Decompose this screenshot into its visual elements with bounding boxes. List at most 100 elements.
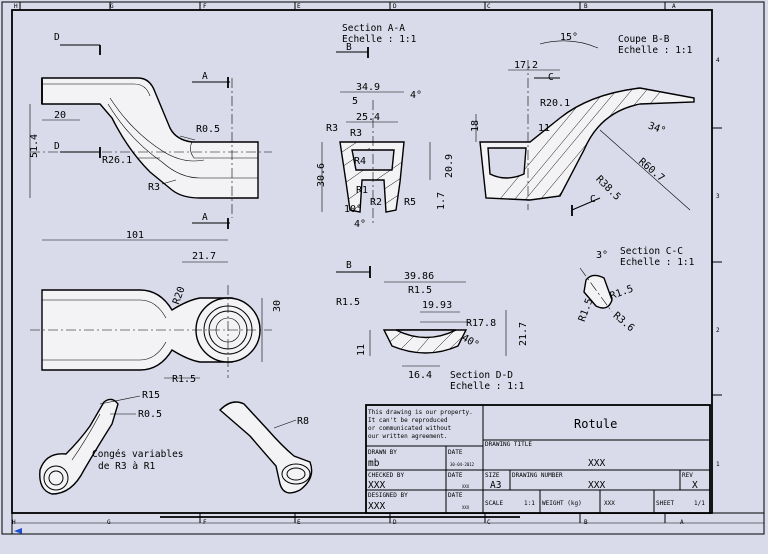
dim-dd-r1-5a: R1.5 [408,285,432,296]
tb-drawing-number-label: DRAWING NUMBER [512,472,563,479]
dim-bb-18: 18 [470,120,481,132]
dim-aa-5: 5 [352,96,358,107]
axis-arrow-icon [14,528,22,534]
dim-iso-r15: R15 [142,390,160,401]
dim-aa-25-4: 25.4 [356,112,380,123]
cut-c-lower: C [590,194,596,205]
dim-dd-40deg: 40° [460,333,481,352]
tb-rev-label: REV [682,472,693,479]
dim-aa-r5: R5 [404,197,416,208]
zone-top-g: G [110,3,114,10]
section-cc-title: Section C-C [620,246,683,257]
dim-dd-16-4: 16.4 [408,370,432,381]
tb-drawing-number-value: XXX [588,480,605,491]
tb-drawn-by-label: DRAWN BY [368,449,397,456]
dim-aa-r3a: R3 [326,123,338,134]
iso-note-line1: Congés variables [92,449,184,460]
tb-sheet-label: SHEET [656,500,674,507]
zone-top-d: D [393,3,397,10]
dim-top-30: 30 [272,300,283,312]
dim-aa-34-9: 34.9 [356,82,380,93]
cut-b-lower: B [346,260,352,271]
dim-front-20: 20 [54,110,66,121]
tb-date-label: DATE [448,449,463,456]
tb-designed-date-label: DATE [448,492,463,499]
dim-top-101: 101 [126,230,144,241]
cut-a-upper: A [202,71,208,82]
cut-b-upper: B [346,42,352,53]
section-dd-scale: Echelle : 1:1 [450,381,525,392]
section-dd-title: Section D-D [450,370,513,381]
zone-bottom-a: A [680,519,684,526]
dim-cc-r3-6: R3.6 [611,310,637,334]
section-bb: Coupe B-B Echelle : 1:1 15° 17.2 C R20.1… [470,32,695,216]
tb-scale-label: SCALE [485,500,503,507]
tb-checked-date-value: XXX [462,484,470,489]
iso-view-left: R15 R0.5 Congés variables de R3 à R1 [39,390,184,495]
zone-top-h: H [14,3,18,10]
cut-a-lower: A [202,212,208,223]
zone-bottom-h: H [12,519,16,526]
section-dd: 39.86 R1.5 R1.5 19.93 R17.8 11 40° 21.7 … [336,271,529,392]
section-cc: Section C-C Echelle : 1:1 3° R1.5 R1.5 R… [577,246,695,334]
cut-d-lower: D [54,141,60,152]
dim-dd-11: 11 [356,344,367,356]
dim-aa-30-6: 30.6 [316,163,327,187]
top-view: 101 21.7 R20 30 R1.5 [30,230,283,385]
dim-bb-r60-7: R60.7 [636,156,666,184]
dim-front-r3: R3 [148,182,160,193]
dim-iso-r0-5: R0.5 [138,409,162,420]
dim-dd-r1-5b: R1.5 [336,297,360,308]
tb-designed-by-label: DESIGNED BY [368,492,408,499]
tb-title: Rotule [574,417,617,431]
dim-cc-r1-5a: R1.5 [577,297,596,323]
zone-bottom-d: D [393,519,397,526]
tb-notice-2: It can't be reproduced [368,417,448,424]
tb-weight-label: WEIGHT (kg) [542,500,582,507]
dim-cc-r1-5b: R1.5 [609,284,635,303]
dim-top-r1-5: R1.5 [172,374,196,385]
dim-aa-4deg: 4° [410,90,422,101]
iso-note-line2: de R3 à R1 [98,461,155,472]
tb-checked-by-label: CHECKED BY [368,472,405,479]
zone-right-1: 1 [716,461,720,468]
tb-checked-date-label: DATE [448,472,463,479]
tb-scale-value: 1:1 [524,500,535,507]
dim-aa-r3b: R3 [350,128,362,139]
tb-notice-3: or communicated without [368,425,451,432]
section-bb-scale: Echelle : 1:1 [618,45,693,56]
zone-right-3: 3 [716,193,720,200]
dim-bb-15deg: 15° [560,32,578,43]
dim-bb-11: 11 [538,123,550,134]
dim-top-21-7: 21.7 [192,251,216,262]
tb-notice-1: This drawing is our property. [368,409,473,416]
tb-designed-date-value: XXX [462,505,470,510]
zone-bottom: H G F E D C B A [11,512,765,535]
dim-iso-r8: R8 [297,416,309,427]
section-cc-scale: Echelle : 1:1 [620,257,695,268]
dim-bb-17-2: 17.2 [514,60,538,71]
dim-dd-r17-8: R17.8 [466,318,496,329]
tb-size-label: SIZE [485,472,500,479]
dim-front-r26-1: R26.1 [102,155,132,166]
iso-view-right: R8 [218,401,313,494]
zone-bottom-c: C [487,519,491,526]
cut-d-upper: D [54,32,60,43]
dim-aa-20-9: 20.9 [444,154,455,178]
tb-date-value: 30-04-2012 [450,462,475,467]
cut-c-upper: C [548,72,554,83]
tb-drawing-title-label: DRAWING TITLE [485,441,532,448]
zone-right-4: 4 [716,57,720,64]
dim-dd-21-7: 21.7 [518,322,529,346]
tb-drawn-by-value: mb [368,458,380,469]
tb-size-value: A3 [490,480,501,491]
dim-dd-39-86: 39.86 [404,271,434,282]
dim-front-51-4: 51.4 [29,134,40,158]
zone-top-a: A [672,3,676,10]
front-view: D D A A 20 51.4 R0.5 R26.1 R3 [29,32,272,229]
title-block: This drawing is our property. It can't b… [365,404,711,514]
tb-notice-4: our written agreement. [368,433,447,440]
tb-drawing-title-value: XXX [588,458,605,469]
dim-aa-r1: R1 [356,185,368,196]
